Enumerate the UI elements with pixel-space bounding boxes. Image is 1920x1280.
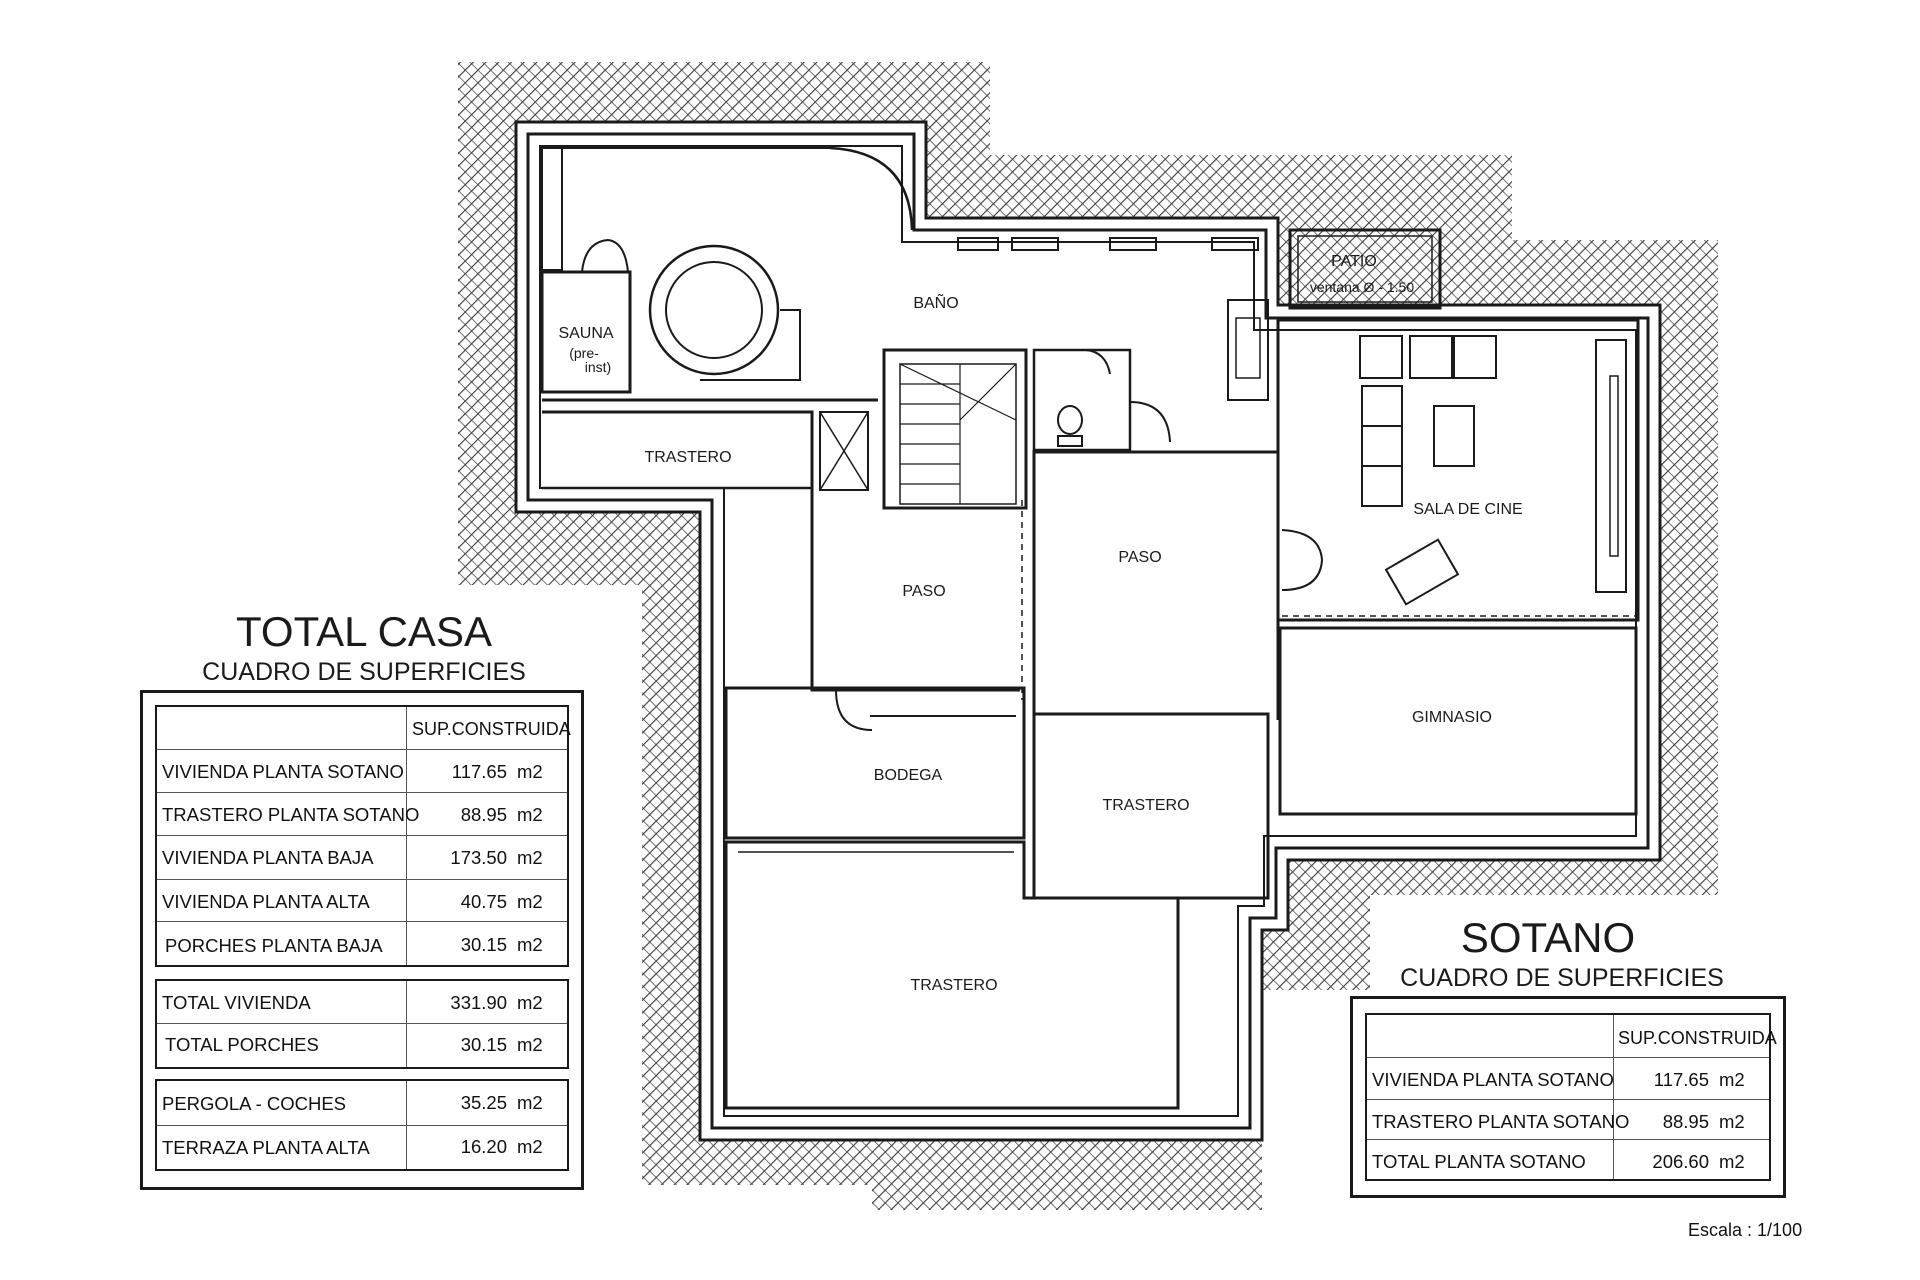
total-casa-row-label: VIVIENDA PLANTA BAJA [162, 847, 374, 868]
scale-label: Escala : 1/100 [1688, 1220, 1803, 1240]
room-label-paso-right: PASO [1118, 549, 1161, 566]
sotano-row-label: VIVIENDA PLANTA SOTANO [1372, 1069, 1614, 1090]
sotano-row-label: TOTAL PLANTA SOTANO [1372, 1151, 1586, 1172]
sotano-row-value: 117.65 [1653, 1069, 1709, 1090]
room-label-sauna-note: (pre- [569, 345, 599, 361]
total-casa-extra-value: 35.25 [460, 1092, 507, 1113]
total-casa-title: TOTAL CASA [236, 608, 492, 655]
sotano-row-value: 88.95 [1662, 1111, 1709, 1132]
total-casa-total-unit: m2 [517, 1034, 543, 1055]
sotano-header: SUP.CONSTRUIDA [1618, 1028, 1777, 1048]
room-label-sala-cine: SALA DE CINE [1413, 501, 1522, 518]
total-casa-total-value: 331.90 [450, 992, 507, 1013]
total-casa-group-totals: TOTAL VIVIENDA 331.90 m2 TOTAL PORCHES 3… [155, 979, 569, 1069]
total-casa-row-label: VIVIENDA PLANTA SOTANO [162, 761, 404, 782]
total-casa-row-unit: m2 [517, 847, 543, 868]
sotano-row-unit: m2 [1719, 1151, 1745, 1172]
total-casa-row-value: 30.15 [460, 934, 507, 955]
room-label-trastero-mid: TRASTERO [1102, 797, 1189, 814]
room-label-gimnasio: GIMNASIO [1412, 709, 1492, 726]
total-casa-header: SUP.CONSTRUIDA [412, 719, 571, 739]
room-label-bodega: BODEGA [874, 767, 943, 784]
total-casa-group-main: SUP.CONSTRUIDA VIVIENDA PLANTA SOTANO 11… [155, 705, 571, 967]
total-casa-row-label: TRASTERO PLANTA SOTANO [162, 804, 420, 825]
total-casa-row-label: VIVIENDA PLANTA ALTA [162, 891, 370, 912]
total-casa-row-unit: m2 [517, 761, 543, 782]
sotano-row-unit: m2 [1719, 1111, 1745, 1132]
total-casa-row-value: 88.95 [460, 804, 507, 825]
total-casa-total-unit: m2 [517, 992, 543, 1013]
room-labels: SAUNA (pre- inst) BAÑO PATIO ventana Ø -… [558, 253, 1522, 994]
sotano-group: SUP.CONSTRUIDA VIVIENDA PLANTA SOTANO 11… [1365, 1013, 1777, 1181]
total-casa-total-label: TOTAL VIVIENDA [162, 992, 311, 1013]
total-casa-row-value: 173.50 [450, 847, 507, 868]
total-casa-row-value: 117.65 [451, 761, 507, 782]
total-casa-row-label: PORCHES PLANTA BAJA [165, 935, 383, 956]
room-label-paso-left: PASO [902, 583, 945, 600]
sotano-table: SUP.CONSTRUIDA VIVIENDA PLANTA SOTANO 11… [1350, 996, 1786, 1198]
total-casa-total-value: 30.15 [460, 1034, 507, 1055]
sotano-subtitle: CUADRO DE SUPERFICIES [1400, 964, 1724, 992]
room-label-patio: PATIO [1331, 253, 1377, 270]
total-casa-total-label: TOTAL PORCHES [165, 1034, 319, 1055]
total-casa-extra-unit: m2 [517, 1136, 543, 1157]
total-casa-extra-label: TERRAZA PLANTA ALTA [162, 1137, 370, 1158]
sotano-row-value: 206.60 [1652, 1151, 1709, 1172]
total-casa-row-value: 40.75 [460, 891, 507, 912]
total-casa-row-unit: m2 [517, 934, 543, 955]
total-casa-row-unit: m2 [517, 891, 543, 912]
total-casa-table: SUP.CONSTRUIDA VIVIENDA PLANTA SOTANO 11… [140, 690, 584, 1190]
room-label-sauna-note-2: inst) [585, 359, 611, 375]
total-casa-row-unit: m2 [517, 804, 543, 825]
room-label-patio-note: ventana Ø - 1.50 [1310, 279, 1415, 295]
building-walls [526, 132, 1650, 1130]
total-casa-extra-unit: m2 [517, 1092, 543, 1113]
total-casa-extra-value: 16.20 [460, 1136, 507, 1157]
total-casa-extra-label: PERGOLA - COCHES [162, 1093, 347, 1114]
sotano-title: SOTANO [1460, 914, 1636, 961]
room-label-trastero-bottom: TRASTERO [910, 977, 997, 994]
room-label-sauna: SAUNA [558, 325, 613, 342]
sotano-row-label: TRASTERO PLANTA SOTANO [1372, 1111, 1630, 1132]
room-label-trastero-top: TRASTERO [644, 449, 731, 466]
room-label-bano: BAÑO [913, 292, 958, 312]
total-casa-group-extras: PERGOLA - COCHES 35.25 m2 TERRAZA PLANTA… [155, 1079, 569, 1171]
total-casa-subtitle: CUADRO DE SUPERFICIES [202, 658, 526, 686]
sotano-row-unit: m2 [1719, 1069, 1745, 1090]
